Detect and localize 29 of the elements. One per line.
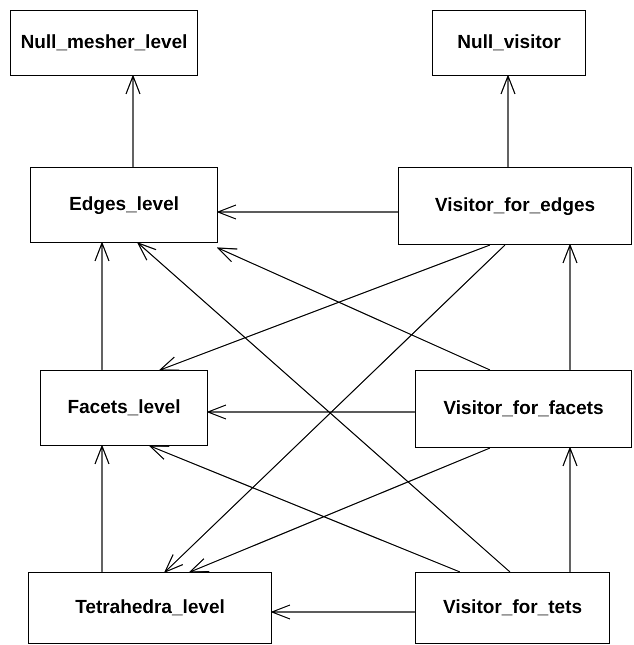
class-box xyxy=(415,572,610,644)
class-name: Visitor_for_facets xyxy=(443,398,604,420)
arrow xyxy=(217,247,490,371)
class-name: Facets_level xyxy=(67,397,181,419)
arrow xyxy=(149,445,460,573)
class-box xyxy=(30,167,218,243)
class-box xyxy=(415,370,632,448)
class-box xyxy=(398,167,632,245)
arrow xyxy=(159,244,490,371)
class-name: Tetrahedra_level xyxy=(75,597,225,619)
class-box xyxy=(432,10,586,76)
arrow xyxy=(189,447,490,573)
class-name: Null_mesher_level xyxy=(20,32,188,54)
class-name: Null_visitor xyxy=(457,32,561,54)
arrow xyxy=(94,242,110,370)
class-box xyxy=(28,572,272,644)
arrow xyxy=(94,445,110,572)
class-name: Visitor_for_edges xyxy=(434,195,596,217)
arrow xyxy=(500,75,516,167)
arrow xyxy=(562,244,578,370)
arrow xyxy=(271,604,415,620)
class-box xyxy=(40,370,208,446)
arrow xyxy=(217,204,398,220)
arrow xyxy=(562,447,578,572)
class-name: Edges_level xyxy=(69,194,179,216)
arrow xyxy=(207,404,415,420)
arrow xyxy=(125,75,141,167)
class-name: Visitor_for_tets xyxy=(442,597,582,619)
class-box xyxy=(10,10,198,76)
